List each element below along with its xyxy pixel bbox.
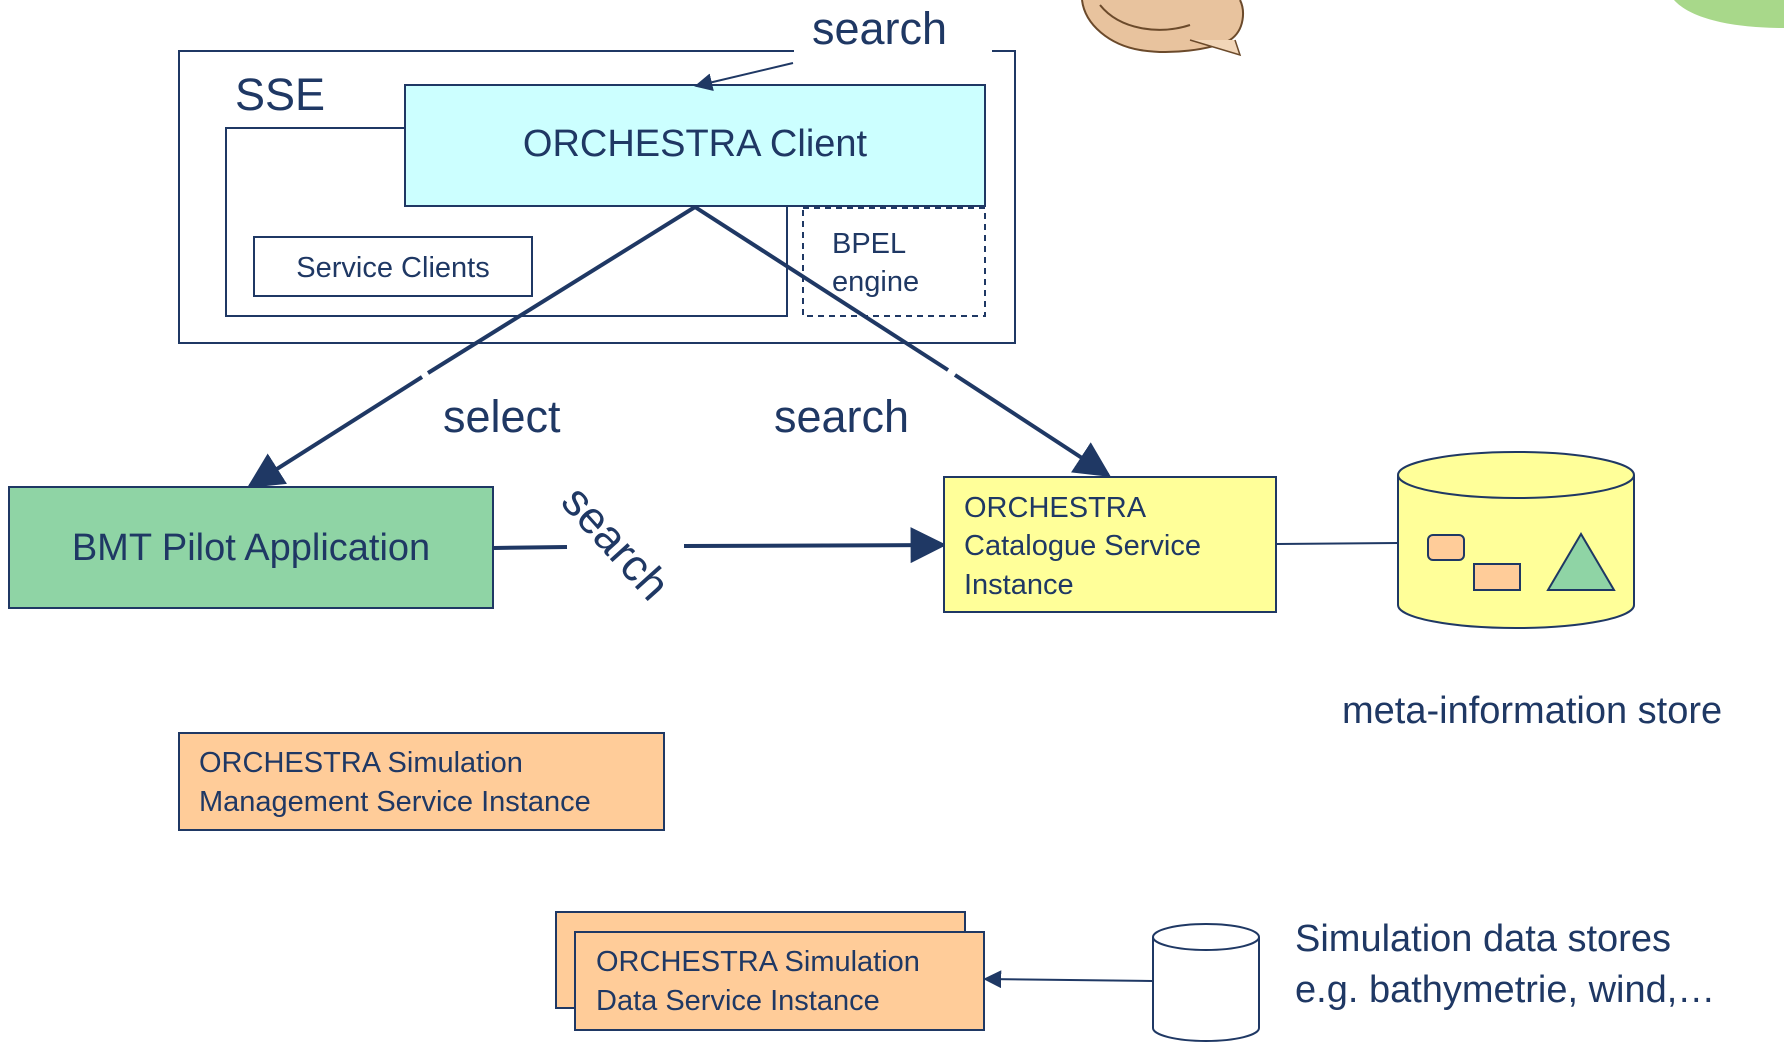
catalogue-to-store-line bbox=[1276, 542, 1399, 545]
bmt-to-catalogue-arrow bbox=[683, 527, 947, 564]
select-arrow-upper bbox=[426, 205, 697, 375]
meta-information-store-label: meta-information store bbox=[1342, 690, 1723, 732]
service-clients-label: Service Clients bbox=[296, 252, 490, 284]
service-clients-box[interactable] bbox=[253, 236, 533, 297]
orchestra-client-label: ORCHESTRA Client bbox=[522, 123, 868, 165]
search-arrow-top bbox=[694, 62, 794, 92]
catalogue-service-box[interactable] bbox=[943, 476, 1277, 613]
simulation-data-store-icon bbox=[1152, 923, 1260, 1042]
simulation-data-stores-label-line2: e.g. bathymetrie, wind,… bbox=[1295, 969, 1716, 1011]
simulation-data-stores-label-line1: Simulation data stores bbox=[1295, 918, 1671, 960]
simulation-data-label-line1: ORCHESTRA Simulation bbox=[596, 946, 920, 978]
sse-outer-frame bbox=[178, 50, 1016, 344]
green-blob-decoration bbox=[1674, 0, 1784, 28]
search-arrow-upper bbox=[693, 205, 950, 372]
simulation-management-label-line2: Management Service Instance bbox=[199, 786, 591, 818]
bpel-engine-label-line2: engine bbox=[832, 266, 920, 298]
bpel-engine-label-line1: BPEL bbox=[832, 228, 907, 260]
bmt-pilot-label: BMT Pilot Application bbox=[71, 527, 431, 569]
simulation-data-box[interactable] bbox=[574, 931, 985, 1031]
simulation-data-label-line2: Data Service Instance bbox=[596, 985, 880, 1017]
bmt-pilot-box[interactable] bbox=[8, 486, 494, 609]
bmt-to-catalogue-line bbox=[493, 545, 568, 550]
meta-information-store-icon bbox=[1397, 451, 1635, 629]
sse-inner-frame bbox=[225, 127, 788, 317]
search-arrow-lower bbox=[953, 373, 1112, 477]
search-label-top: search bbox=[812, 3, 948, 54]
search-label-right: search bbox=[774, 391, 910, 442]
catalogue-label-line3: Instance bbox=[964, 569, 1074, 601]
catalogue-label-line1: ORCHESTRA bbox=[964, 492, 1147, 524]
sketch-icon bbox=[1081, 0, 1244, 57]
select-arrow-lower bbox=[246, 375, 424, 488]
select-label: select bbox=[443, 391, 561, 442]
simulation-management-label-line1: ORCHESTRA Simulation bbox=[199, 747, 523, 779]
orchestra-client-box[interactable] bbox=[404, 84, 986, 207]
sse-label: SSE bbox=[235, 69, 326, 120]
datastore-to-service-arrow bbox=[983, 970, 1153, 989]
simulation-management-box[interactable] bbox=[178, 732, 665, 831]
catalogue-label-line2: Catalogue Service bbox=[964, 530, 1201, 562]
